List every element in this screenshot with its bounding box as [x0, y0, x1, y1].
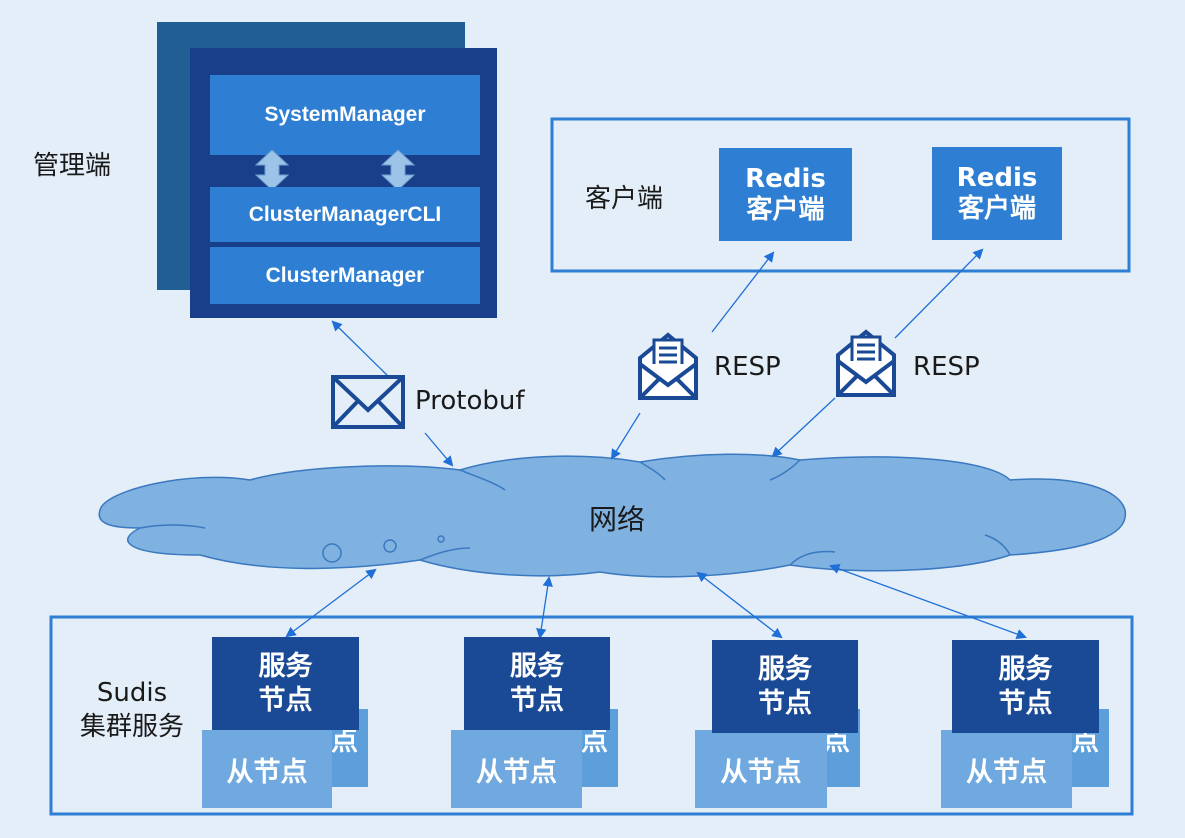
service-node-box: 服务 节点: [952, 640, 1099, 733]
service-node-line2: 节点: [258, 684, 313, 716]
cluster-manager-box: ClusterManager: [210, 247, 480, 304]
arrow-mgmt-bottom: [424, 432, 454, 467]
service-node-line2: 节点: [510, 684, 564, 716]
service-node-line1: 服务: [510, 650, 564, 682]
arrow-node4: [829, 563, 1027, 640]
cluster-group-border: [49, 615, 1134, 816]
management-label: 管理端: [33, 151, 112, 181]
arrow-node3: [696, 571, 783, 639]
arrow-client1-top: [711, 251, 775, 333]
service-node-line1: 服务: [998, 653, 1053, 685]
client-group-border: [550, 117, 1131, 273]
system-manager-box: SystemManager: [210, 75, 480, 155]
service-node-line1: 服务: [758, 653, 812, 685]
double-arrow-icon: [254, 149, 290, 191]
open-envelope-icon: [638, 332, 698, 400]
slave-node-back-text: 点: [581, 726, 608, 757]
redis-client-box: Redis 客户端: [932, 147, 1062, 240]
service-node-box: 服务 节点: [712, 640, 858, 733]
redis-client-suffix: 客户端: [957, 193, 1036, 224]
service-node-line2: 节点: [758, 687, 812, 719]
arrow-node1: [285, 568, 377, 638]
slave-node-box: 从节点: [451, 730, 582, 808]
arrow-client2-bottom: [771, 397, 836, 458]
cluster-label-desc: 集群服务: [79, 712, 184, 742]
service-node-line1: 服务: [258, 650, 313, 682]
arrow-node2: [536, 575, 553, 640]
service-node-box: 服务 节点: [464, 637, 610, 730]
protobuf-label: Protobuf: [415, 386, 525, 416]
redis-client-name: Redis: [745, 163, 826, 194]
cluster-label-name: Sudis: [96, 678, 168, 708]
double-arrow-icon: [380, 149, 416, 191]
client-label: 客户端: [585, 184, 664, 214]
slave-node-box: 从节点: [202, 730, 332, 808]
slave-node-box: 从节点: [941, 730, 1072, 808]
network-label: 网络: [589, 503, 646, 536]
redis-client-suffix: 客户端: [746, 194, 825, 225]
service-node-line2: 节点: [998, 687, 1053, 719]
redis-client-box: Redis 客户端: [719, 148, 852, 241]
envelope-icon: [331, 375, 405, 429]
resp-label: RESP: [714, 352, 781, 382]
service-node-box: 服务 节点: [212, 637, 359, 730]
cluster-manager-cli-box: ClusterManagerCLI: [210, 187, 480, 242]
open-envelope-icon: [836, 329, 896, 397]
redis-client-name: Redis: [956, 162, 1038, 193]
arrow-client1-bottom: [610, 412, 641, 460]
arrow-mgmt-top: [331, 320, 391, 379]
cluster-label: Sudis 集群服务: [72, 676, 192, 744]
arrow-client2-top: [894, 248, 984, 339]
slave-node-box: 从节点: [695, 730, 827, 808]
slave-node-back-text: 点: [331, 726, 358, 757]
resp-label: RESP: [913, 352, 980, 382]
